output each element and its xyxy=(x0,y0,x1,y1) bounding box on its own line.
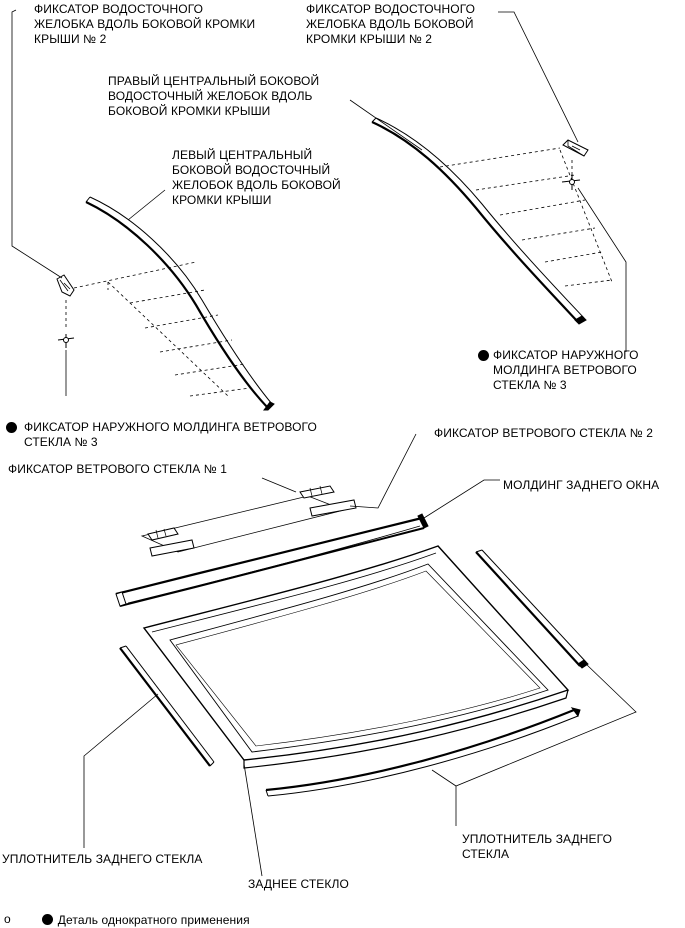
label-rear-glass: ЗАДНЕЕ СТЕКЛО xyxy=(248,877,349,891)
right-roof-clip-2 xyxy=(562,139,589,157)
left-leaders xyxy=(11,9,166,396)
label-windshield-clip-1: ФИКСАТОР ВЕТРОВОГО СТЕКЛА № 1 xyxy=(8,462,227,476)
windshield-clip-1 xyxy=(147,527,195,557)
non-reusable-dot-icon xyxy=(6,422,17,433)
right-dashed-guides xyxy=(439,147,613,287)
rear-window-molding xyxy=(115,479,500,607)
label-outer-molding-clip-3-right-wrap: ФИКСАТОР НАРУЖНОГО МОЛДИНГА ВЕТРОВОГО СТ… xyxy=(478,348,639,408)
rear-glass-seal-left-strip xyxy=(119,645,215,767)
right-leaders xyxy=(349,11,627,352)
left-outer-molding-clip-3 xyxy=(57,334,75,348)
label-left-center-drip: ЛЕВЫЙ ЦЕНТРАЛЬНЫЙ БОКОВОЙ ВОДОСТОЧНЫЙ ЖЕ… xyxy=(172,148,341,207)
bottom-leaders xyxy=(83,663,637,877)
corner-mark: o xyxy=(4,912,11,926)
left-dashed-guides xyxy=(65,261,251,397)
left-roof-clip-2 xyxy=(56,274,75,297)
right-roof-drip-molding xyxy=(371,117,587,325)
clip-leaders xyxy=(261,433,417,509)
legend-non-reusable-text: Деталь однократного применения xyxy=(57,913,250,927)
non-reusable-dot-icon xyxy=(478,350,489,361)
legend-non-reusable: Деталь однократного применения xyxy=(28,898,250,928)
right-outer-molding-clip-3 xyxy=(561,174,581,190)
label-windshield-clip-2: ФИКСАТОР ВЕТРОВОГО СТЕКЛА № 2 xyxy=(434,426,653,440)
left-roof-drip-molding xyxy=(85,196,275,411)
label-outer-molding-clip-3-left: ФИКСАТОР НАРУЖНОГО МОЛДИНГА ВЕТРОВОГО СТ… xyxy=(24,420,317,449)
non-reusable-dot-icon xyxy=(41,914,53,925)
windshield-clip-2 xyxy=(299,485,357,517)
rear-glass-seal-right-strip xyxy=(475,549,589,669)
label-roof-clip-2-right: ФИКСАТОР ВОДОСТОЧНОГО ЖЕЛОБКА ВДОЛЬ БОКО… xyxy=(306,2,476,46)
label-outer-molding-clip-3-left-wrap: ФИКСАТОР НАРУЖНОГО МОЛДИНГА ВЕТРОВОГО СТ… xyxy=(6,420,317,480)
rear-glass-seal-bottom-strip xyxy=(265,707,581,797)
label-roof-clip-2-left: ФИКСАТОР ВОДОСТОЧНОГО ЖЕЛОБКА ВДОЛЬ БОКО… xyxy=(34,2,256,46)
label-right-center-drip: ПРАВЫЙ ЦЕНТРАЛЬНЫЙ БОКОВОЙ ВОДОСТОЧНЫЙ Ж… xyxy=(108,74,320,118)
rear-glass xyxy=(142,545,570,769)
label-outer-molding-clip-3-right: ФИКСАТОР НАРУЖНОГО МОЛДИНГА ВЕТРОВОГО СТ… xyxy=(493,348,639,392)
label-rear-window-molding: МОЛДИНГ ЗАДНЕГО ОКНА xyxy=(503,478,660,492)
label-rear-glass-seal-left: УПЛОТНИТЕЛЬ ЗАДНЕГО СТЕКЛА xyxy=(2,852,203,866)
label-rear-glass-seal-right: УПЛОТНИТЕЛЬ ЗАДНЕГО СТЕКЛА xyxy=(462,832,613,861)
